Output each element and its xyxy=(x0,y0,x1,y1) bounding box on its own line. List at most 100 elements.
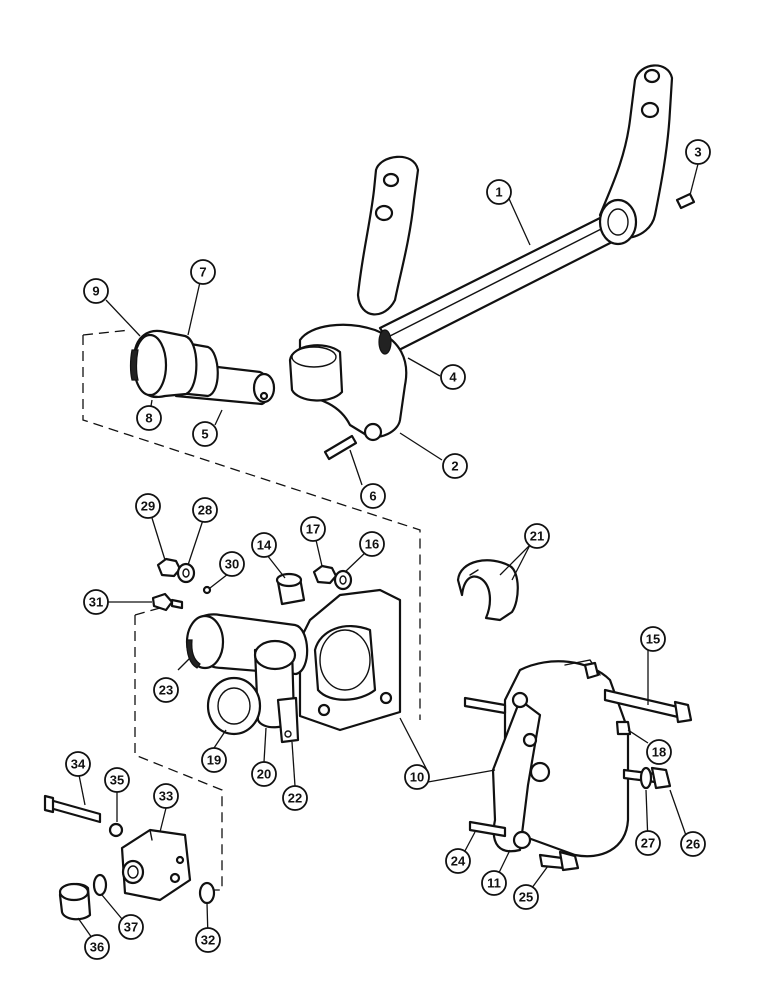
nut-17 xyxy=(312,564,338,585)
svg-text:8: 8 xyxy=(145,411,152,426)
svg-text:3: 3 xyxy=(694,145,701,160)
callout-2: 2 xyxy=(442,453,468,479)
callout-8: 8 xyxy=(136,405,162,431)
callout-28: 28 xyxy=(192,497,218,523)
svg-text:32: 32 xyxy=(201,933,215,948)
cylinder-housing-10 xyxy=(185,588,402,744)
callout-20: 20 xyxy=(251,761,277,787)
svg-text:23: 23 xyxy=(159,683,173,698)
svg-text:16: 16 xyxy=(365,537,379,552)
svg-text:9: 9 xyxy=(92,284,99,299)
svg-text:37: 37 xyxy=(124,920,138,935)
callout-30: 30 xyxy=(219,551,245,577)
bleed-screw-31 xyxy=(151,592,184,612)
washer-28 xyxy=(176,562,196,584)
svg-text:11: 11 xyxy=(487,876,501,891)
callout-36: 36 xyxy=(84,934,110,960)
callout-15: 15 xyxy=(640,626,666,652)
svg-text:4: 4 xyxy=(449,370,457,385)
ball-30 xyxy=(202,585,212,595)
callout-34: 34 xyxy=(65,751,91,777)
svg-text:1: 1 xyxy=(495,185,502,200)
bearing-shell-21 xyxy=(456,559,519,622)
callout-21: 21 xyxy=(524,523,550,549)
o-ring-37 xyxy=(92,873,108,897)
roll-pin-3 xyxy=(675,192,696,210)
callout-9: 9 xyxy=(83,278,109,304)
callout-26: 26 xyxy=(680,831,706,857)
svg-text:30: 30 xyxy=(225,557,239,572)
callout-32: 32 xyxy=(195,927,221,953)
callout-27: 27 xyxy=(635,830,661,856)
svg-text:18: 18 xyxy=(652,745,666,760)
callout-17: 17 xyxy=(300,516,326,542)
svg-text:7: 7 xyxy=(199,265,206,280)
bolt-25 xyxy=(538,850,580,872)
plug-36 xyxy=(58,882,92,921)
callout-11: 11 xyxy=(481,870,507,896)
callout-1: 1 xyxy=(486,179,512,205)
svg-text:20: 20 xyxy=(257,767,271,782)
svg-text:31: 31 xyxy=(89,595,103,610)
callout-18: 18 xyxy=(646,739,672,765)
washer-27 xyxy=(639,766,653,790)
callout-35: 35 xyxy=(104,767,130,793)
callout-24: 24 xyxy=(445,848,471,874)
svg-text:5: 5 xyxy=(201,427,208,442)
svg-text:21: 21 xyxy=(530,529,544,544)
svg-text:34: 34 xyxy=(71,757,86,772)
svg-text:36: 36 xyxy=(90,940,104,955)
callout-33: 33 xyxy=(153,783,179,809)
cross-shaft-assembly xyxy=(288,64,696,461)
callout-19: 19 xyxy=(201,747,227,773)
svg-text:27: 27 xyxy=(641,836,655,851)
dashed-group-outline-adapter xyxy=(134,607,223,891)
svg-text:19: 19 xyxy=(207,753,221,768)
svg-text:2: 2 xyxy=(451,459,458,474)
svg-text:25: 25 xyxy=(519,890,533,905)
callout-10: 10 xyxy=(404,764,430,790)
fitting-18 xyxy=(615,720,632,736)
callout-37: 37 xyxy=(118,914,144,940)
nut-29 xyxy=(156,557,182,578)
callout-3: 3 xyxy=(685,139,711,165)
adapter-block-33 xyxy=(120,828,192,902)
svg-text:26: 26 xyxy=(686,837,700,852)
housing-cover-11 xyxy=(491,659,630,858)
callout-4: 4 xyxy=(440,364,466,390)
svg-text:29: 29 xyxy=(141,499,155,514)
stud-24 xyxy=(468,820,507,838)
callout-31: 31 xyxy=(83,589,109,615)
callout-23: 23 xyxy=(153,677,179,703)
callout-22: 22 xyxy=(282,785,308,811)
svg-text:33: 33 xyxy=(159,789,173,804)
callout-16: 16 xyxy=(359,531,385,557)
svg-text:24: 24 xyxy=(451,854,466,869)
leader-lines xyxy=(77,163,699,946)
washer-35 xyxy=(108,822,124,838)
svg-text:28: 28 xyxy=(198,503,212,518)
svg-text:15: 15 xyxy=(646,632,660,647)
callout-14: 14 xyxy=(251,532,277,558)
bushing-14 xyxy=(275,572,306,606)
callout-25: 25 xyxy=(513,884,539,910)
callout-29: 29 xyxy=(135,493,161,519)
stud-upper-cover xyxy=(463,696,507,715)
svg-text:6: 6 xyxy=(369,489,376,504)
svg-text:22: 22 xyxy=(288,791,302,806)
callout-6: 6 xyxy=(360,483,386,509)
washer-16 xyxy=(333,569,353,591)
bolt-34 xyxy=(43,794,102,824)
bolt-15 xyxy=(603,688,693,724)
callouts: 1 2 3 4 5 6 7 8 9 10 11 14 15 16 17 18 1… xyxy=(65,139,711,960)
piston-assembly xyxy=(129,329,276,406)
callout-5: 5 xyxy=(192,421,218,447)
dashed-group-outline-piston xyxy=(82,329,421,720)
svg-text:17: 17 xyxy=(306,522,320,537)
svg-text:35: 35 xyxy=(110,773,124,788)
roll-pin-6 xyxy=(323,434,358,461)
svg-text:14: 14 xyxy=(257,538,272,553)
o-ring-32 xyxy=(198,881,216,905)
